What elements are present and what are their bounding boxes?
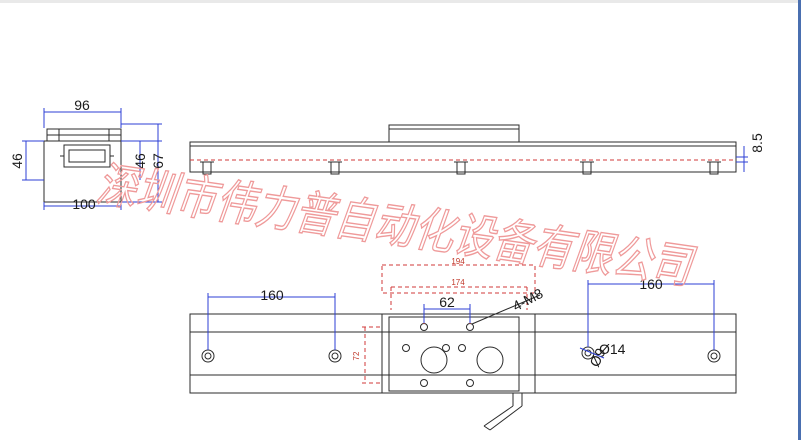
dim-label-67: 67	[150, 153, 166, 169]
dim-label-160-right: 160	[639, 276, 663, 292]
plan-hidden-outline	[362, 264, 536, 384]
dim-label-194: 194	[451, 257, 465, 266]
dim-label-4-m8: 4-M8	[510, 285, 546, 314]
front-bolts	[200, 161, 721, 175]
company-watermark: 深圳市伟力普自动化设备有限公司	[93, 156, 698, 295]
dim-96	[43, 108, 122, 128]
plan-carriage-outline	[381, 313, 536, 394]
dim-label-46-right: 46	[132, 153, 148, 169]
dim-46-67-right	[121, 123, 162, 203]
plan-carriage-holes	[402, 323, 504, 387]
dim-100	[43, 202, 122, 210]
dim-label-d9: Ø9	[586, 345, 608, 369]
dim-label-8-5: 8.5	[749, 133, 765, 153]
dim-label-96: 96	[74, 97, 90, 113]
plan-rail-holes	[201, 346, 721, 363]
front-carriage-outline	[388, 124, 520, 143]
plan-handle	[483, 393, 523, 431]
dim-label-46-left: 46	[9, 153, 25, 169]
leader-diameter	[579, 347, 605, 359]
dim-160-left	[207, 293, 336, 350]
dim-label-d14: Ø14	[599, 341, 626, 357]
right-border	[798, 0, 801, 440]
dim-46-left	[22, 140, 44, 181]
dim-label-160-left: 160	[260, 287, 284, 303]
dim-62	[423, 304, 471, 323]
dim-8-5	[736, 146, 748, 172]
dim-label-174: 174	[451, 278, 465, 287]
front-view	[189, 124, 748, 175]
dim-label-100: 100	[72, 196, 96, 212]
dim-160-right	[587, 280, 715, 350]
side-view	[22, 108, 162, 210]
top-view	[189, 264, 737, 431]
dim-label-72: 72	[352, 351, 361, 360]
top-border	[0, 0, 801, 3]
leader-4-m8	[471, 294, 541, 325]
plan-carriage-inner	[388, 316, 520, 392]
plan-rail-outline	[189, 313, 737, 394]
dim-label-62: 62	[439, 294, 455, 310]
